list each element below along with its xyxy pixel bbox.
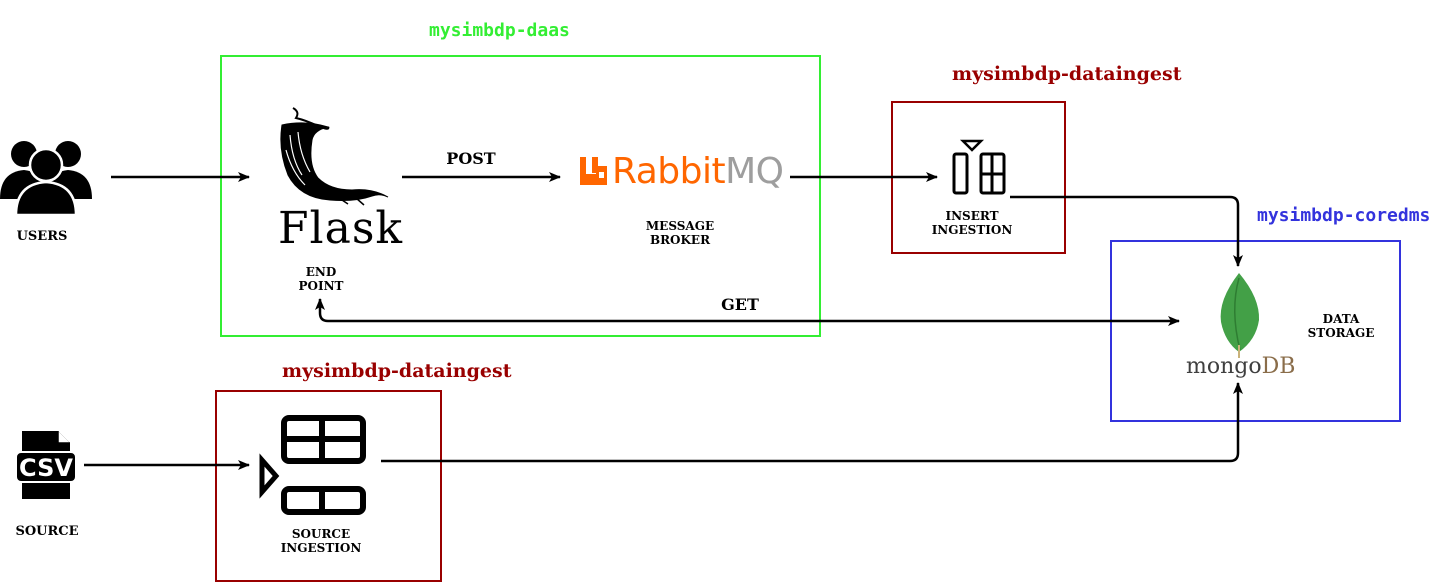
flask-horn-icon (280, 107, 389, 206)
get-edge-label: GET (721, 295, 759, 314)
rabbitmq-logo-text: RabbitMQ (612, 151, 784, 192)
broker-label-line2: BROKER (649, 233, 711, 247)
rabbitmq-icon (580, 157, 607, 185)
broker-label-line1: MESSAGE (645, 219, 715, 233)
group-daas-title: mysimbdp-daas (429, 20, 570, 41)
mongodb-logo-main: mongo (1186, 354, 1262, 379)
insert-table-icon (952, 139, 1006, 195)
broker-label: MESSAGE BROKER (630, 219, 730, 247)
insert-ingestion-label-line2: INGESTION (931, 223, 1013, 237)
source-ingestion-label: SOURCE INGESTION (266, 527, 376, 555)
endpoint-label-line1: END (305, 265, 337, 279)
source-label: SOURCE (15, 524, 79, 539)
flask-logo-text: Flask (278, 203, 404, 254)
edge-get-endpoint-storage (315, 298, 1180, 326)
table-ingest-icon (259, 415, 366, 515)
storage-label: DATA STORAGE (1296, 312, 1386, 340)
storage-label-line1: DATA (1322, 312, 1360, 326)
mongodb-leaf-icon (1220, 273, 1260, 358)
group-coredms-title: mysimbdp-coredms (1257, 205, 1431, 226)
source-ingestion-label-line2: INGESTION (280, 541, 362, 555)
edge-insert-to-storage (1010, 195, 1243, 267)
users-icon (0, 141, 92, 217)
group-dataingest-bottom-box (215, 390, 442, 582)
users-label: USERS (16, 229, 68, 244)
group-daas-box (220, 55, 821, 337)
group-dataingest-bottom-title: mysimbdp-dataingest (282, 360, 512, 382)
insert-ingestion-label-line1: INSERT (945, 209, 999, 223)
post-edge-label: POST (446, 149, 496, 168)
group-dataingest-top-title: mysimbdp-dataingest (952, 63, 1182, 85)
edge-ingestion-to-storage (381, 382, 1243, 463)
endpoint-label: END POINT (286, 265, 356, 293)
storage-label-line2: STORAGE (1307, 326, 1375, 340)
source-ingestion-label-line1: SOURCE (291, 527, 351, 541)
csv-label: CSV (19, 454, 73, 482)
rabbitmq-logo-main: Rabbit (612, 151, 726, 192)
csv-file-icon: CSV (15, 431, 77, 499)
insert-ingestion-label: INSERT INGESTION (922, 209, 1022, 237)
mongodb-logo-suffix: DB (1261, 354, 1296, 379)
rabbitmq-logo-suffix: MQ (725, 151, 784, 192)
group-coredms-box (1110, 240, 1401, 422)
mongodb-logo-text: mongoDB (1186, 354, 1295, 379)
endpoint-label-line2: POINT (298, 279, 344, 293)
